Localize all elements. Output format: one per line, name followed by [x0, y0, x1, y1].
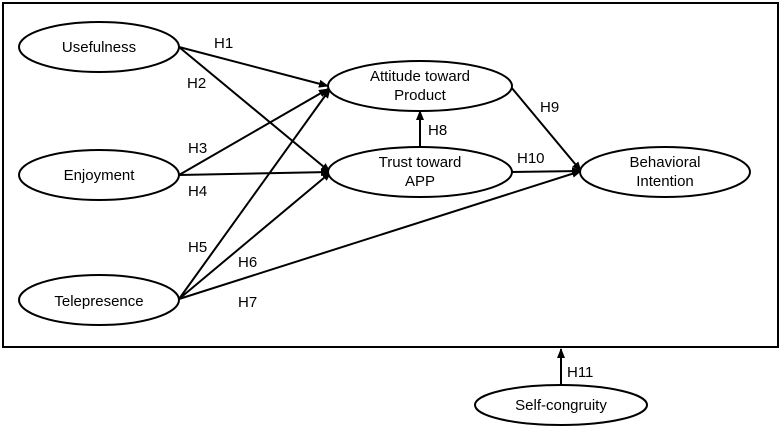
node-attitude-toward-product — [327, 60, 513, 112]
label-self-congruity: Self-congruity — [515, 397, 607, 414]
arrow-h1 — [178, 46, 329, 88]
label-attitude-line1: Attitude toward — [370, 68, 470, 85]
arrow-h5 — [178, 88, 331, 300]
arrow-h6 — [178, 171, 332, 300]
label-trust-line1: Trust toward — [379, 154, 462, 171]
node-self-congruity — [474, 384, 648, 426]
label-usefulness: Usefulness — [62, 39, 136, 56]
arrow-h7 — [178, 169, 582, 300]
label-trust-line2: APP — [405, 173, 435, 190]
hypothesis-h11: H11 — [567, 364, 593, 381]
node-behavioral-intention — [579, 146, 751, 198]
label-attitude-line2: Product — [394, 87, 447, 104]
hypothesis-h7: H7 — [238, 294, 257, 311]
hypothesis-h9: H9 — [540, 99, 559, 116]
arrow-h2 — [178, 46, 331, 173]
hypothesis-h8: H8 — [428, 122, 447, 139]
hypothesis-h5: H5 — [188, 239, 207, 256]
hypothesis-h6: H6 — [238, 254, 257, 271]
arrow-h4 — [178, 168, 331, 177]
label-telepresence: Telepresence — [54, 293, 143, 310]
label-behavioral-line1: Behavioral — [630, 154, 701, 171]
model-frame — [2, 2, 779, 348]
arrow-h9 — [510, 86, 582, 172]
label-enjoyment: Enjoyment — [64, 167, 136, 184]
arrow-h3 — [178, 88, 329, 176]
node-trust-toward-app — [327, 146, 513, 198]
hypothesis-h3: H3 — [188, 140, 207, 157]
node-enjoyment — [18, 149, 180, 201]
label-behavioral-line2: Intention — [636, 173, 694, 190]
arrow-h10 — [510, 167, 582, 176]
hypothesis-h2: H2 — [187, 75, 206, 92]
hypothesis-h10: H10 — [517, 150, 545, 167]
hypothesis-h1: H1 — [214, 35, 233, 52]
node-telepresence — [18, 274, 180, 326]
hypothesis-h4: H4 — [188, 183, 207, 200]
node-usefulness — [18, 21, 180, 73]
